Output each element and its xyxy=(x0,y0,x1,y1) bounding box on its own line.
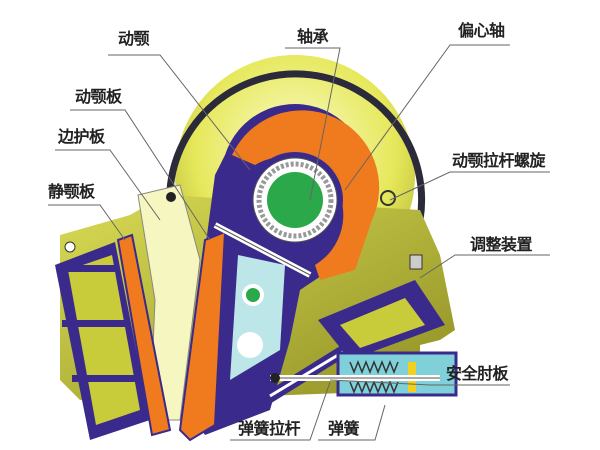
label-fixed-jaw-plate: 静颚板 xyxy=(48,182,95,201)
bearing xyxy=(247,152,343,248)
pin-icon xyxy=(166,192,176,202)
label-spring-tie-rod: 弹簧拉杆 xyxy=(238,419,301,438)
label-side-guard-plate: 边护板 xyxy=(58,127,105,146)
hole-icon xyxy=(237,332,263,358)
hole-icon xyxy=(242,284,264,306)
hole-icon xyxy=(64,241,76,253)
fixed-jaw-frame xyxy=(55,242,150,440)
label-moving-jaw: 动颚 xyxy=(118,29,150,48)
moving-jaw-plate xyxy=(178,230,227,442)
label-adjusting-device: 调整装置 xyxy=(470,235,533,254)
label-moving-jaw-plate: 动颚板 xyxy=(75,87,122,106)
leader-lines xyxy=(48,44,550,441)
label-bearing: 轴承 xyxy=(297,27,329,46)
label-spring: 弹簧 xyxy=(328,419,360,438)
bearing-housing xyxy=(232,110,380,280)
label-moving-jaw-tie-rod-screw: 动颚拉杆螺旋 xyxy=(452,151,546,170)
label-eccentric-shaft: 偏心轴 xyxy=(458,21,505,40)
adjusting-device xyxy=(318,254,445,360)
label-toggle-plate: 安全肘板 xyxy=(446,364,509,383)
spring-assembly xyxy=(336,351,458,397)
eccentric-shaft xyxy=(267,172,323,228)
fixed-jaw-plate xyxy=(116,233,172,437)
